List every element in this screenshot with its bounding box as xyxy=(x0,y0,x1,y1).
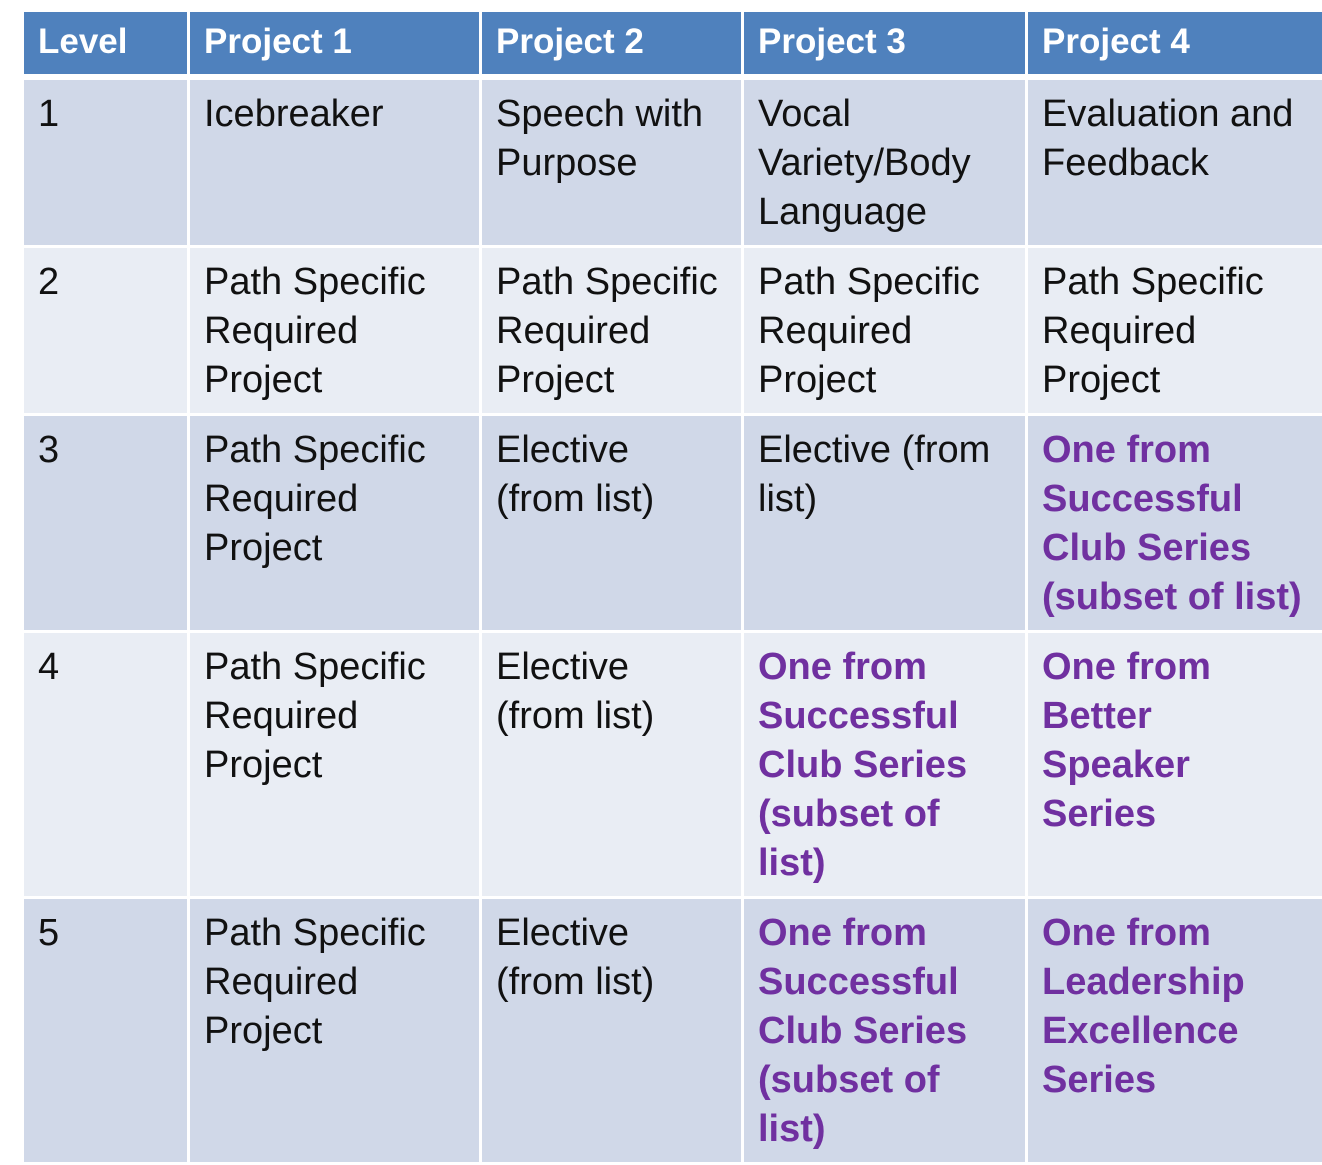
project-1-cell: Icebreaker xyxy=(189,77,481,247)
project-3-cell: Vocal Variety/Body Language xyxy=(743,77,1027,247)
table-row: 3 Path Specific Required Project Electiv… xyxy=(23,414,1322,631)
project-1-cell: Path Specific Required Project xyxy=(189,631,481,897)
table-header-row: Level Project 1 Project 2 Project 3 Proj… xyxy=(23,11,1322,77)
highlighted-series-text: One from Better Speaker Series xyxy=(1042,646,1211,835)
highlighted-series-text: One from Successful Club Series (subset … xyxy=(758,912,967,1150)
project-4-cell: Path Specific Required Project xyxy=(1027,246,1322,414)
level-cell: 2 xyxy=(23,246,189,414)
level-cell: 4 xyxy=(23,631,189,897)
table-row: 2 Path Specific Required Project Path Sp… xyxy=(23,246,1322,414)
header-project-2: Project 2 xyxy=(481,11,743,77)
highlighted-series-text: One from Leadership Excellence Series xyxy=(1042,912,1245,1101)
project-3-cell: Elective (from list) xyxy=(743,414,1027,631)
level-cell: 1 xyxy=(23,77,189,247)
project-2-cell: Path Specific Required Project xyxy=(481,246,743,414)
project-2-cell: Speech with Purpose xyxy=(481,77,743,247)
highlighted-series-text: One from Successful Club Series (subset … xyxy=(1042,429,1302,618)
header-project-4: Project 4 xyxy=(1027,11,1322,77)
highlighted-series-text: One from Successful Club Series (subset … xyxy=(758,646,967,884)
project-1-cell: Path Specific Required Project xyxy=(189,414,481,631)
project-2-cell: Elective (from list) xyxy=(481,631,743,897)
project-3-cell: Path Specific Required Project xyxy=(743,246,1027,414)
project-2-cell: Elective (from list) xyxy=(481,897,743,1163)
table-row: 4 Path Specific Required Project Electiv… xyxy=(23,631,1322,897)
level-cell: 5 xyxy=(23,897,189,1163)
project-4-cell: One from Successful Club Series (subset … xyxy=(1027,414,1322,631)
project-1-cell: Path Specific Required Project xyxy=(189,897,481,1163)
project-3-cell: One from Successful Club Series (subset … xyxy=(743,897,1027,1163)
project-4-cell: One from Leadership Excellence Series xyxy=(1027,897,1322,1163)
project-3-cell: One from Successful Club Series (subset … xyxy=(743,631,1027,897)
project-1-cell: Path Specific Required Project xyxy=(189,246,481,414)
pathways-levels-table: Level Project 1 Project 2 Project 3 Proj… xyxy=(21,9,1322,1165)
header-project-3: Project 3 xyxy=(743,11,1027,77)
header-level: Level xyxy=(23,11,189,77)
level-cell: 3 xyxy=(23,414,189,631)
header-project-1: Project 1 xyxy=(189,11,481,77)
table-row: 1 Icebreaker Speech with Purpose Vocal V… xyxy=(23,77,1322,247)
project-2-cell: Elective (from list) xyxy=(481,414,743,631)
project-4-cell: Evaluation and Feedback xyxy=(1027,77,1322,247)
table-row: 5 Path Specific Required Project Electiv… xyxy=(23,897,1322,1163)
project-4-cell: One from Better Speaker Series xyxy=(1027,631,1322,897)
pathways-table-container: Level Project 1 Project 2 Project 3 Proj… xyxy=(21,9,1322,1165)
